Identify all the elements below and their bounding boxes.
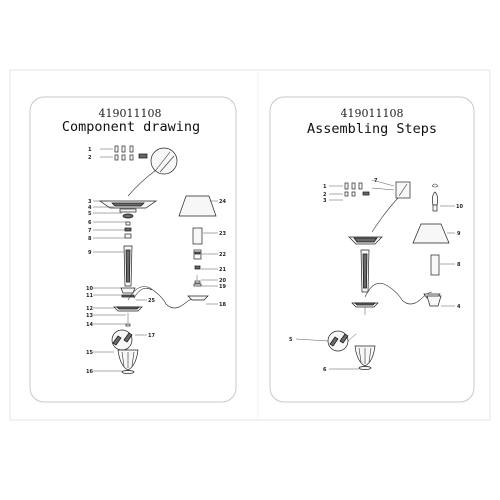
label-5: 5 [88, 211, 92, 217]
label-8: 8 [88, 236, 92, 242]
right-panel-title: Assembling Steps [307, 121, 437, 137]
step-label-9: 9 [457, 231, 461, 237]
page-border [9, 69, 491, 421]
right-part-labels: 1 2 3 4 5 6 7 8 9 10 [289, 178, 463, 373]
step-label-3: 3 [323, 198, 327, 204]
step-label-1: 1 [323, 184, 327, 190]
right-product-code: 419011108 [341, 107, 404, 120]
label-15: 15 [86, 350, 93, 356]
component-drawing [93, 145, 218, 374]
step-label-5: 5 [289, 337, 293, 343]
label-14: 14 [86, 322, 93, 328]
left-part-labels: 1 2 3 4 5 6 7 8 9 10 11 12 13 14 15 16 1… [86, 147, 226, 375]
left-panel-title: Component drawing [62, 119, 200, 135]
label-2: 2 [88, 155, 92, 161]
label-17: 17 [148, 333, 155, 339]
label-11: 11 [86, 293, 93, 299]
label-24: 24 [219, 199, 226, 205]
label-4: 4 [88, 205, 92, 211]
step-label-2: 2 [323, 192, 327, 198]
label-1: 1 [88, 147, 92, 153]
label-18: 18 [219, 302, 226, 308]
right-panel-frame [269, 96, 475, 403]
label-7: 7 [88, 228, 92, 234]
left-product-code: 419011108 [99, 107, 162, 120]
label-6: 6 [88, 220, 92, 226]
label-23: 23 [219, 231, 226, 237]
label-16: 16 [86, 369, 93, 375]
label-25: 25 [148, 298, 155, 304]
assembling-drawing [295, 179, 455, 370]
step-label-10: 10 [456, 204, 463, 210]
label-9: 9 [88, 250, 92, 256]
label-12: 12 [86, 306, 93, 312]
label-22: 22 [219, 252, 226, 258]
label-10: 10 [86, 286, 93, 292]
step-label-6: 6 [323, 367, 327, 373]
left-panel-frame [29, 96, 237, 403]
step-label-4: 4 [457, 304, 461, 310]
step-label-7: 7 [374, 178, 378, 184]
label-13: 13 [86, 313, 93, 319]
label-20: 20 [219, 278, 226, 284]
label-19: 19 [219, 284, 226, 290]
label-3: 3 [88, 199, 92, 205]
label-21: 21 [219, 267, 226, 273]
step-label-8: 8 [457, 262, 461, 268]
